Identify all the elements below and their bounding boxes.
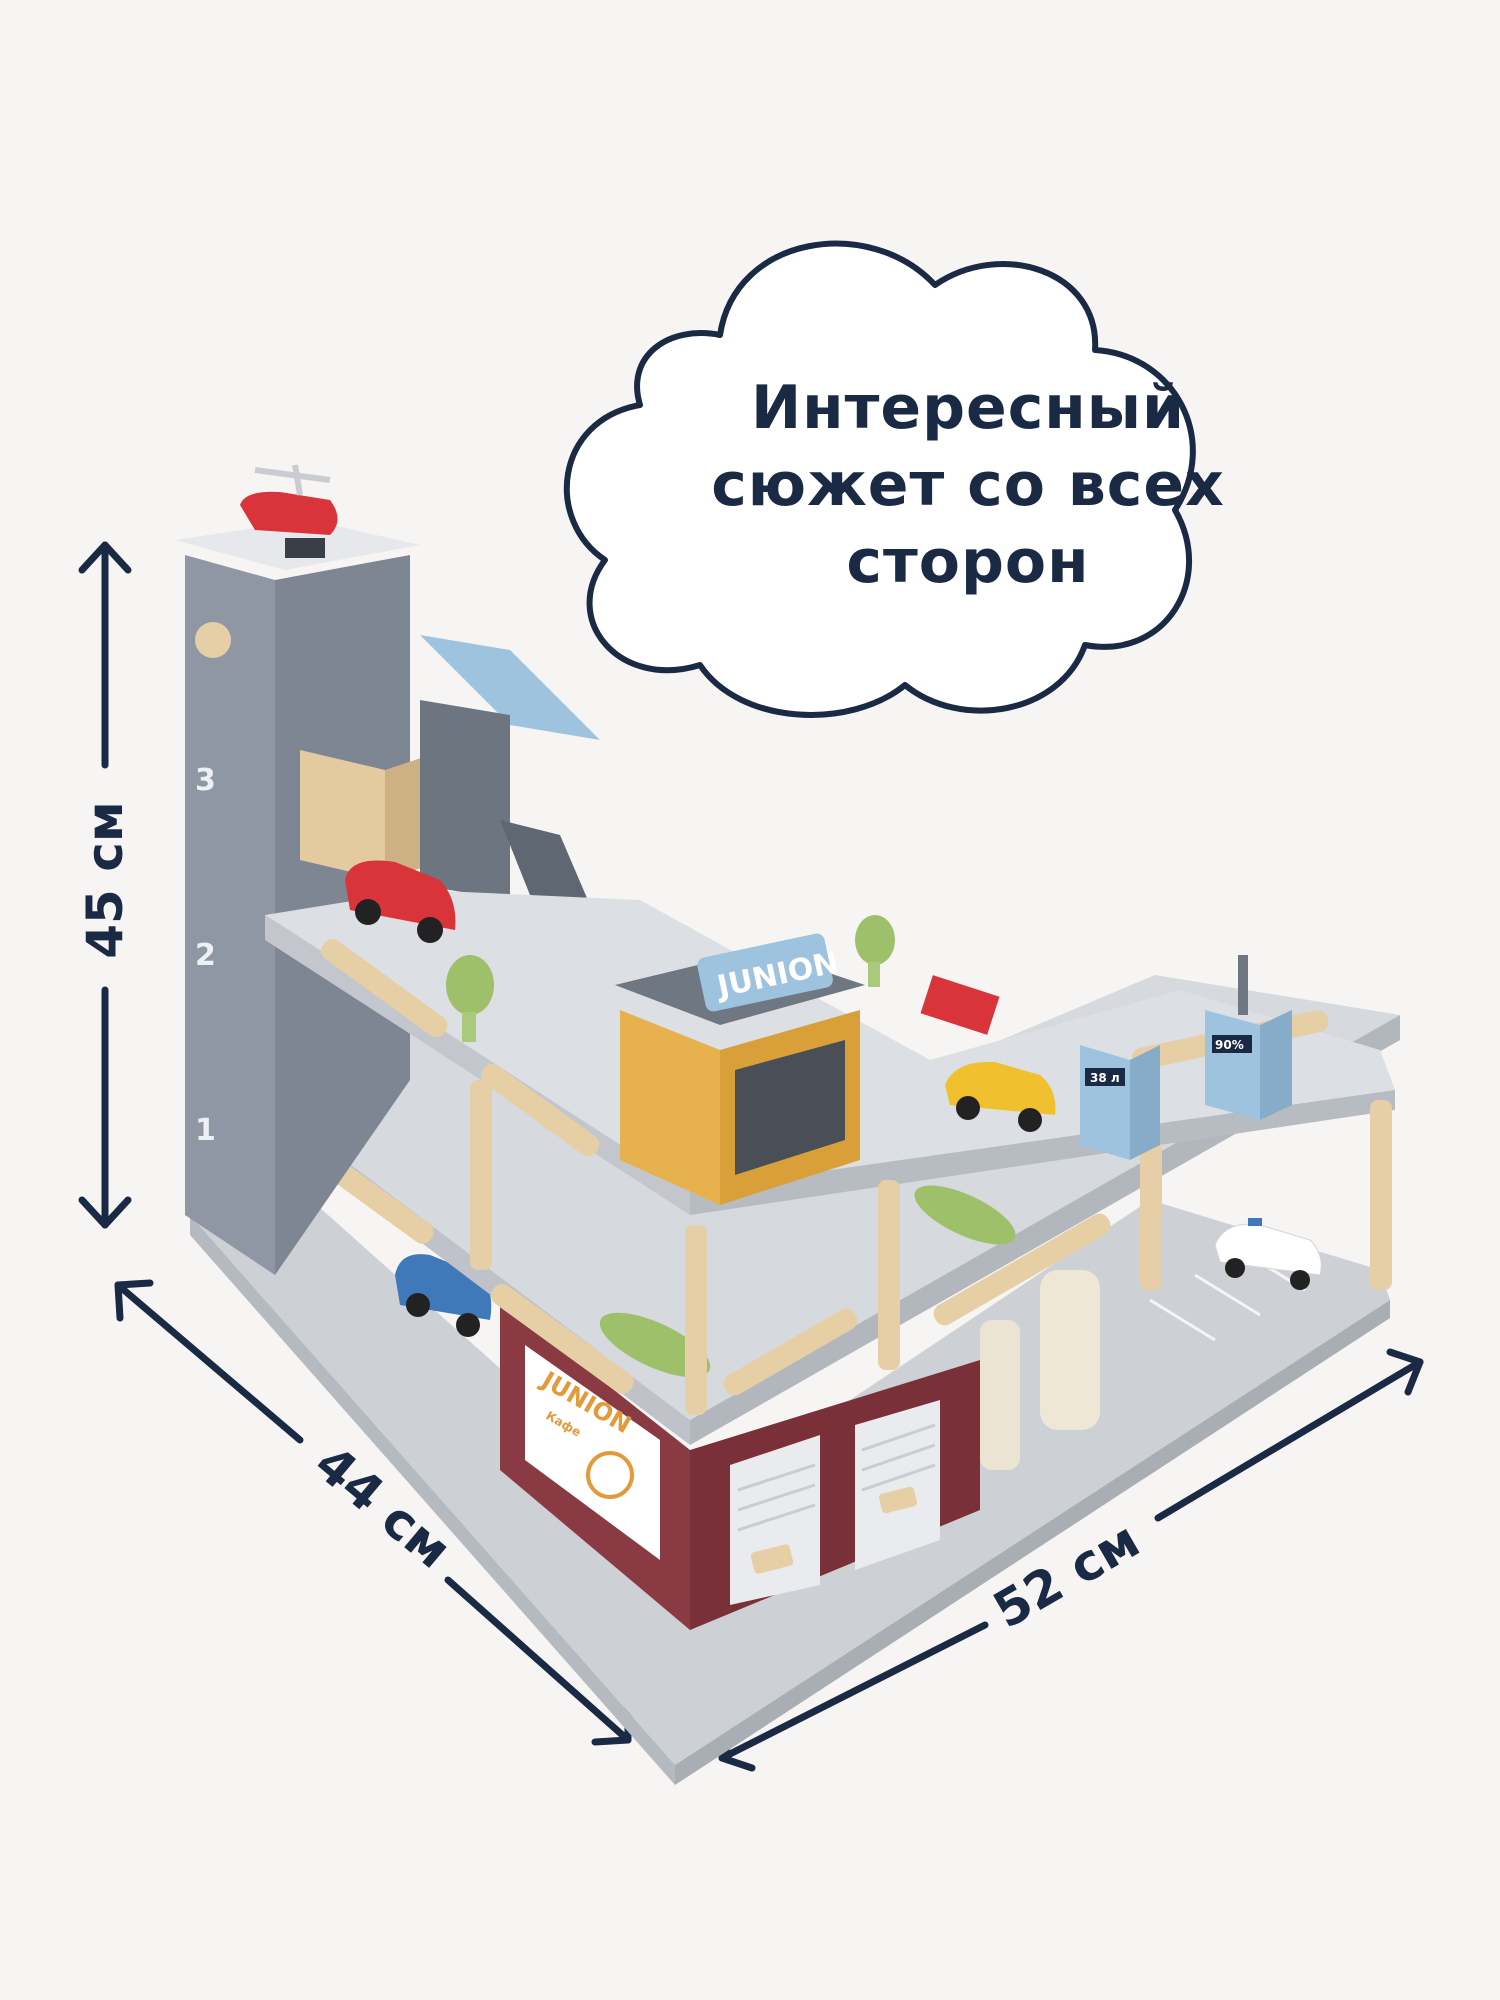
depth-arrow (114, 1279, 632, 1746)
road-barrier (920, 975, 1000, 1035)
kiosk: JUNION (615, 933, 865, 1205)
trees (446, 915, 895, 1042)
car-wash-brushes (980, 1270, 1100, 1470)
cafe-food-icon (586, 1451, 634, 1499)
red-car (345, 860, 456, 943)
helicopter (240, 464, 338, 558)
toy-garage: JUNION Кафе (175, 464, 1400, 1785)
crank-icon (195, 622, 231, 658)
fuel-pump-2: 90% (1205, 955, 1292, 1120)
height-label: 45 см (76, 801, 134, 959)
height-arrow (78, 541, 132, 1229)
headline-line-2: сюжет со всех (711, 450, 1225, 520)
ramp (420, 635, 600, 905)
floor-number-1: 1 (195, 1113, 216, 1148)
police-car (1214, 1218, 1322, 1290)
floor-number-3: 3 (195, 763, 216, 798)
fuel-pump-1-label: 38 л (1090, 1071, 1120, 1085)
floor-number-2: 2 (195, 938, 216, 973)
fuel-pump-1: 38 л (1080, 1045, 1160, 1160)
cafe-building: JUNION Кафе (500, 1300, 980, 1630)
brand-sign (697, 933, 833, 1012)
headline-line-1: Интересный (751, 373, 1185, 443)
speech-cloud (563, 240, 1196, 718)
fuel-pump-2-label: 90% (1215, 1038, 1244, 1052)
taxi (945, 1061, 1056, 1132)
headline-line-3: сторон (846, 527, 1089, 597)
